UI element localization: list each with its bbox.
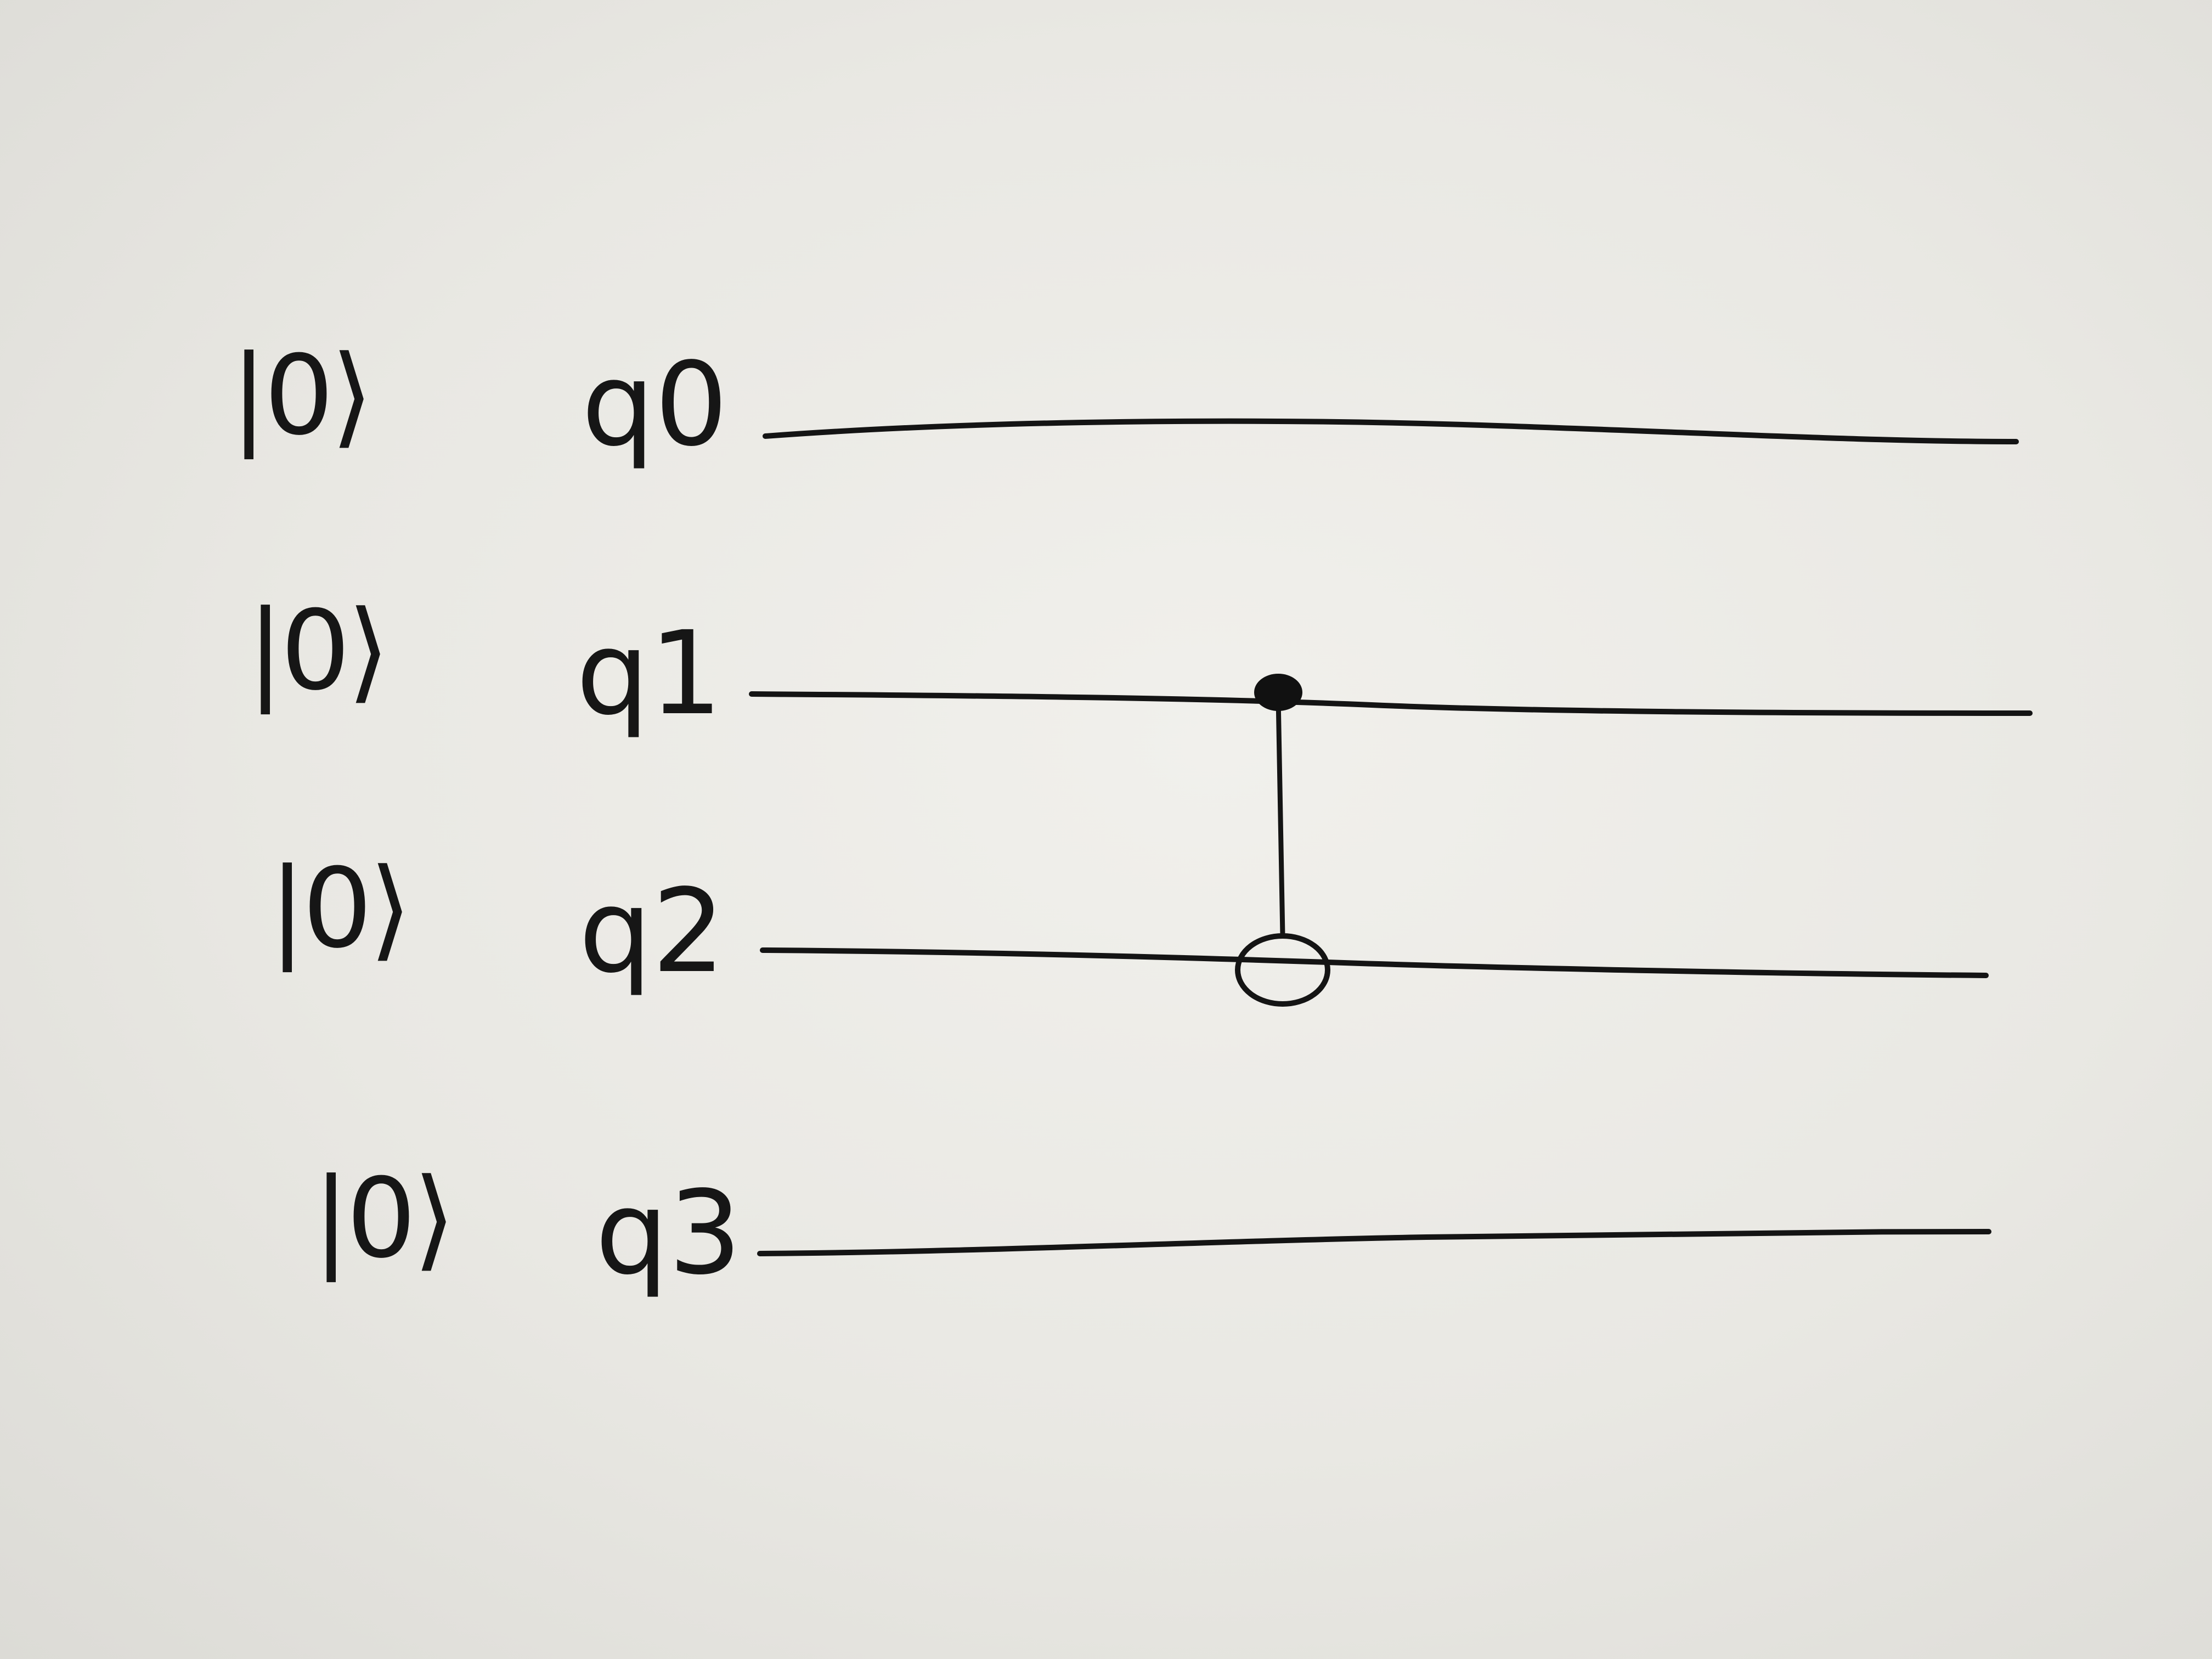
target-circle <box>1235 933 1330 1007</box>
qubit-wire-q1 <box>749 691 2033 716</box>
qubit-row-q1: |0⟩ q1 <box>247 587 2033 741</box>
qubit-row-q3: |0⟩ q3 <box>313 1155 1991 1300</box>
qubit-row-q2: |0⟩ q2 <box>269 845 1989 998</box>
qubit-label: q0 <box>582 337 728 472</box>
qubit-wire-q2 <box>760 947 1989 978</box>
qubit-label: q1 <box>576 606 723 741</box>
qubit-label: q3 <box>595 1166 742 1300</box>
qubit-wire-q0 <box>763 418 2019 444</box>
control-dot <box>1254 674 1302 711</box>
initial-state-label: |0⟩ <box>230 332 370 460</box>
qubit-row-q0: |0⟩ q0 <box>230 332 2019 472</box>
cnot-connector-line <box>1276 695 1285 938</box>
initial-state-label: |0⟩ <box>313 1155 453 1283</box>
cnot-gate <box>1235 674 1330 1007</box>
initial-state-label: |0⟩ <box>269 845 409 973</box>
initial-state-label: |0⟩ <box>247 587 387 715</box>
qubit-label: q2 <box>579 864 725 998</box>
qubit-wire-q3 <box>757 1229 1991 1256</box>
